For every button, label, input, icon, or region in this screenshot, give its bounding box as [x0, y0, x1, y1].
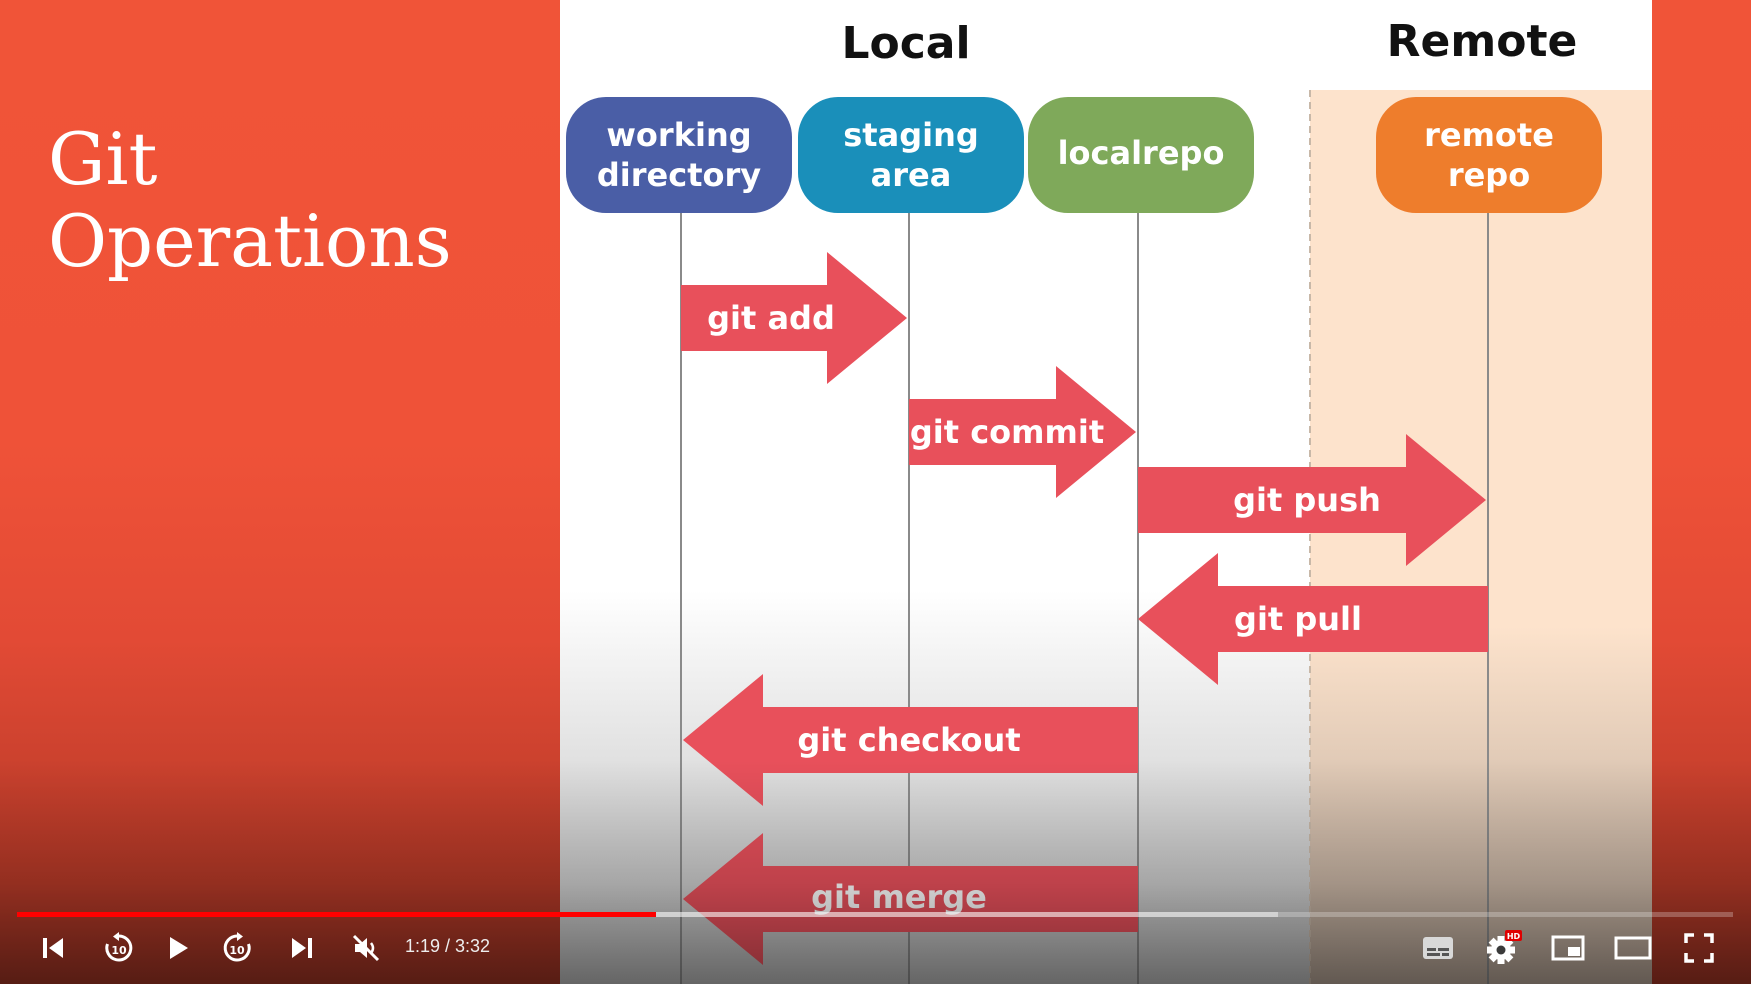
node-label-line-1: working [606, 116, 751, 154]
fullscreen-icon [1684, 933, 1714, 963]
node-staging-area: staging area [798, 97, 1024, 213]
rewind-10-button[interactable]: 10 [96, 925, 142, 971]
node-working-directory: working directory [566, 97, 792, 213]
miniplayer-icon [1551, 935, 1585, 961]
arrow-label: git push [1233, 481, 1381, 519]
arrow-shape [1138, 434, 1486, 566]
progress-bar[interactable] [17, 912, 1733, 917]
arrow-git-push: git push [1138, 434, 1486, 566]
node-localrepo: localrepo [1028, 97, 1254, 213]
arrow-shape [1138, 553, 1488, 685]
arrow-git-commit: git commit [909, 366, 1136, 498]
arrow-shape [681, 252, 907, 384]
hd-badge-label: HD [1507, 932, 1521, 941]
subtitles-button[interactable] [1415, 925, 1461, 971]
slide-right-panel [1652, 0, 1751, 984]
slide-left-panel: Git Operations [0, 0, 560, 984]
theater-mode-button[interactable] [1610, 925, 1656, 971]
previous-button[interactable] [30, 925, 76, 971]
fullscreen-button[interactable] [1676, 925, 1722, 971]
slide-title-line-1: Git [48, 117, 158, 201]
node-label-line-2: repo [1448, 156, 1530, 194]
rewind-10-icon: 10 [105, 932, 133, 962]
node-label-line-1: staging [843, 116, 979, 154]
section-remote-label: Remote [1387, 16, 1578, 67]
node-box [1376, 97, 1602, 213]
arrow-shape [683, 674, 1138, 806]
settings-icon: HD [1487, 930, 1522, 964]
theater-icon [1614, 936, 1652, 960]
node-label-line-2: area [871, 156, 952, 194]
time-display: 1:19 / 3:32 [405, 936, 491, 956]
play-button[interactable] [155, 925, 201, 971]
arrow-label: git add [707, 299, 835, 337]
node-label-line-2: directory [597, 156, 761, 194]
arrow-git-merge: git merge [683, 833, 1138, 965]
remote-zone [1310, 90, 1652, 984]
subtitles-icon [1423, 937, 1453, 959]
arrow-shape [683, 833, 1138, 965]
next-button[interactable] [279, 925, 325, 971]
svg-text:10: 10 [111, 944, 127, 957]
node-box [566, 97, 792, 213]
mute-button[interactable] [343, 925, 389, 971]
node-box [1028, 97, 1254, 213]
svg-text:10: 10 [229, 944, 245, 957]
slide-title-line-2: Operations [48, 199, 452, 283]
node-label-line-1: localrepo [1058, 134, 1225, 172]
git-operations-diagram: Local Remote working directory staging a… [560, 0, 1652, 984]
forward-10-icon: 10 [223, 932, 251, 962]
arrow-git-checkout: git checkout [683, 674, 1138, 806]
node-box [798, 97, 1024, 213]
mute-icon [352, 934, 380, 962]
hd-badge [1505, 930, 1522, 941]
node-remote-repo: remote repo [1376, 97, 1602, 213]
next-icon [292, 938, 312, 958]
node-label-line-1: remote [1424, 116, 1554, 154]
arrow-label: git merge [811, 878, 987, 916]
progress-played [17, 912, 657, 917]
previous-icon [43, 938, 63, 958]
arrow-shape [909, 366, 1136, 498]
arrow-git-pull: git pull [1138, 553, 1488, 685]
forward-10-button[interactable]: 10 [214, 925, 260, 971]
arrow-label: git pull [1234, 600, 1362, 638]
arrow-git-add: git add [681, 252, 907, 384]
play-icon [170, 937, 188, 959]
slide-title: Git Operations [48, 118, 528, 282]
arrow-label: git checkout [797, 721, 1020, 759]
arrow-label: git commit [910, 413, 1104, 451]
settings-button[interactable]: HD [1480, 925, 1526, 971]
section-local-label: Local [841, 18, 970, 69]
miniplayer-button[interactable] [1545, 925, 1591, 971]
